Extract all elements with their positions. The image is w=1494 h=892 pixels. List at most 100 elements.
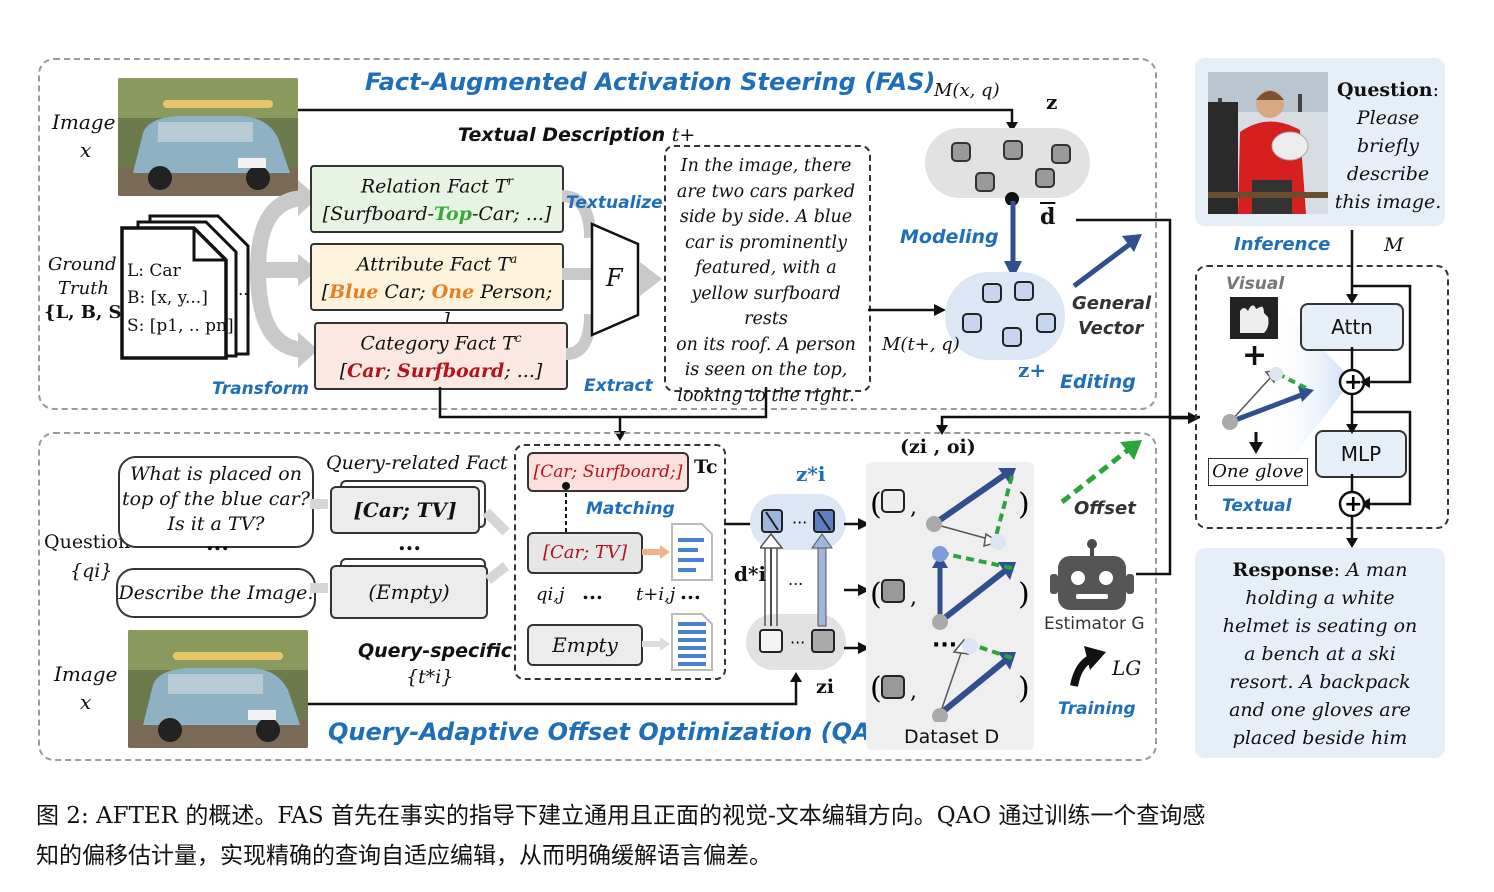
zi-to-zstar-arrows: [760, 532, 833, 627]
z-plus-label: z+: [1018, 358, 1047, 382]
doc-line-3: S: [p1, .. pn]: [127, 316, 234, 336]
mbox-1-text: [Car; Surfboard;]: [533, 462, 683, 482]
doc-dots: ...: [233, 280, 249, 299]
attribute-sup: a: [510, 252, 518, 266]
bubble-1-line-3: Is it a TV?: [167, 513, 265, 535]
m-xq-label: M(x, q): [934, 80, 1000, 101]
resp-line-4: a bench at a ski: [1244, 643, 1396, 665]
svg-text:+: +: [1344, 492, 1362, 517]
svg-text:+: +: [1344, 370, 1362, 395]
bubble-dots: ...: [206, 530, 229, 556]
relation-fact-box: Relation Fact Tr [Surfboard-Top-Car; ...…: [310, 165, 564, 233]
attn-box: Attn: [1300, 303, 1404, 351]
relation-sup: r: [507, 174, 514, 188]
mbox-1: [Car; Surfboard;]: [527, 452, 689, 492]
inference-box: [1195, 265, 1449, 529]
caption-line-1: 图 2: AFTER 的概述。FAS 首先在事实的指导下建立通用且正面的视觉-文…: [36, 803, 1206, 829]
bubble-1-line-2: top of the blue car?: [122, 488, 310, 510]
category-body-1: Car: [347, 360, 385, 383]
textual-label: Textual: [1222, 496, 1292, 516]
text-doc-icon-1: [671, 523, 713, 581]
gt-label-2: Truth: [58, 278, 110, 299]
query-related-label: Query-related Fact: [326, 452, 508, 474]
qbox-1-text: [Car; TV]: [353, 498, 457, 522]
bubble-2-text: Describe the Image.: [118, 582, 314, 604]
desc-line-c: side by side. A blue: [679, 207, 853, 227]
gt-label-1: Ground: [48, 254, 117, 275]
t-ij-label: t+i,j: [636, 584, 676, 605]
m-right-label: M: [1384, 234, 1404, 256]
t-star-label: {t*i}: [406, 666, 454, 688]
qao-image-var: x: [80, 690, 92, 714]
tc-label: Tc: [694, 456, 718, 478]
matching-dots-1: ...: [582, 580, 603, 604]
svg-text:(: (: [870, 577, 882, 612]
query-specific-label: Query-specific: [358, 640, 512, 662]
svg-text:···: ···: [932, 633, 957, 658]
training-arrow-icon: [1070, 646, 1106, 687]
mbox-3-text: Empty: [552, 633, 618, 657]
resp-line-6: and one gloves are: [1229, 699, 1411, 721]
bubble-to-qbox-arrows: [310, 499, 510, 593]
textualize-label: Textualize: [566, 193, 663, 213]
textual-desc-text: Textual Description: [458, 124, 666, 146]
question-label: Question: [44, 531, 131, 553]
category-body-3: Surfboard: [397, 360, 505, 383]
ground-truth-doc-icon: [118, 210, 268, 360]
desc-line-g: on its roof. A person: [676, 334, 856, 355]
svg-text:,: ,: [910, 585, 917, 610]
fas-image-var: x: [80, 138, 92, 162]
attribute-body-1: Blue: [329, 281, 379, 304]
attribute-body-2: Car;: [378, 281, 432, 304]
dataset-label: Dataset D: [904, 726, 1000, 748]
bubble-1-line-1: What is placed on: [130, 463, 302, 485]
category-body-4: ; ...]: [504, 360, 543, 383]
transform-label: Transform: [212, 379, 309, 399]
glove-thumbnail: [1230, 297, 1278, 339]
loss-label: LG: [1112, 656, 1142, 680]
offset-label: Offset: [1074, 498, 1136, 519]
zi-nodes: ···: [759, 629, 835, 653]
inference-label: Inference: [1234, 234, 1331, 255]
z-cluster-nodes: [951, 140, 1071, 205]
gt-label-3: {L, B, S}: [44, 302, 134, 323]
general-vector-2: Vector: [1078, 318, 1144, 339]
dots-between: ...: [788, 570, 804, 589]
robot-to-right-arrow: [1136, 412, 1200, 576]
f-symbol: F: [606, 264, 623, 292]
fas-title: Fact-Augmented Activation Steering (FAS): [365, 68, 936, 96]
relation-body-mid: Top: [434, 203, 472, 226]
textual-desc-box: [664, 145, 871, 392]
mlp-text: MLP: [1340, 442, 1382, 466]
svg-text:(: (: [870, 671, 882, 706]
matching-label: Matching: [586, 499, 675, 519]
qbox-2: (Empty): [330, 565, 488, 619]
mbox-2-text: [Car; TV]: [543, 542, 627, 563]
attribute-body-3: One: [431, 281, 475, 304]
q-line-2: briefly: [1357, 135, 1419, 157]
transform-arrows: [250, 180, 318, 368]
fas-image-label: Image: [52, 110, 116, 134]
svg-text:(: (: [870, 487, 882, 522]
q-line-1: Please: [1356, 107, 1420, 129]
car-image-bottom: [128, 630, 308, 748]
qao-title: Query-Adaptive Offset Optimization (QAO): [328, 718, 902, 746]
resp-line-2: holding a white: [1245, 587, 1395, 609]
response-card: [1195, 548, 1445, 758]
resp-line-3: helmet is seating on: [1222, 615, 1418, 637]
extract-label: Extract: [584, 376, 653, 396]
matching-grey-arrow: [642, 637, 670, 651]
desc-line-f: yellow surfboard rests: [691, 283, 841, 330]
q-ij-label: qi,j: [536, 584, 565, 605]
matching-dots-2: ...: [680, 580, 701, 604]
facts-to-f-arrows: [561, 190, 596, 360]
z-plus-nodes: [962, 281, 1056, 347]
qao-image-label: Image: [54, 662, 118, 686]
skier-photo: [1208, 72, 1328, 214]
mlp-box: MLP: [1315, 430, 1407, 478]
general-vector-1: General: [1072, 293, 1152, 314]
matching-orange-arrow: [642, 545, 670, 559]
desc-line-b: are two cars parked: [676, 181, 856, 202]
desc-line-e: featured, with a: [695, 258, 837, 278]
mbox-3: Empty: [527, 624, 643, 666]
